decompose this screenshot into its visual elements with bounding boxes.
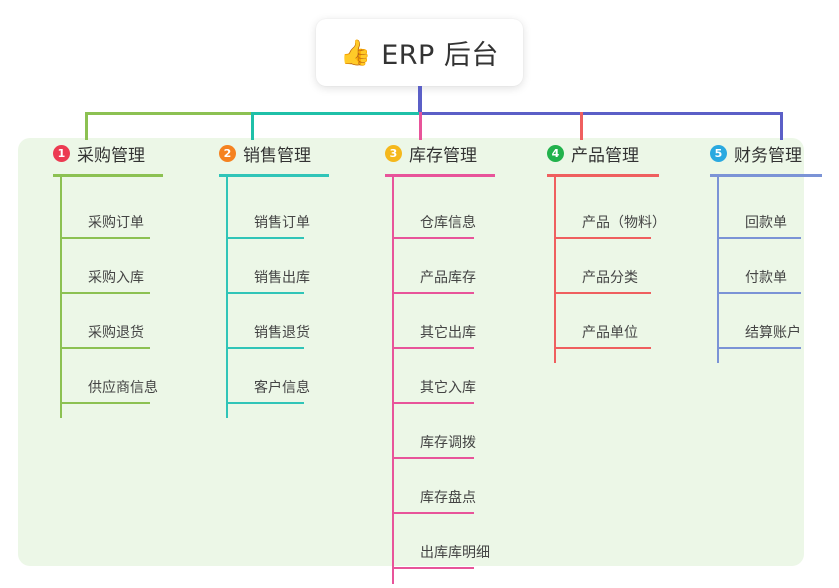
leaf-item-label: 销售出库 [254, 270, 310, 286]
column-underline-product [547, 174, 659, 177]
leaf-item-label: 库存调拨 [420, 435, 476, 451]
root-node-card[interactable]: 👍 ERP 后台 [316, 19, 523, 86]
leaf-item-label: 回款单 [745, 215, 787, 231]
leaf-item-underline [719, 347, 801, 349]
leaf-item-underline [719, 237, 801, 239]
leaf-item-label: 其它入库 [420, 380, 476, 396]
column-finance: 5 财务管理回款单付款单结算账户 [692, 140, 822, 363]
leaf-item-underline [62, 292, 150, 294]
leaf-item-label: 采购退货 [88, 325, 144, 341]
column-product: 4 产品管理产品（物料） 产品分类产品单位 [529, 140, 666, 363]
leaf-item-underline [394, 292, 474, 294]
leaf-item-label: 结算账户 [745, 325, 801, 341]
column-underline-finance [710, 174, 822, 177]
leaf-item-underline [62, 402, 150, 404]
leaf-item-label: 销售订单 [254, 215, 310, 231]
drop-purchase [85, 112, 88, 140]
leaf-item-label: 产品分类 [582, 270, 638, 286]
column-spine-inventory [392, 176, 394, 584]
leaf-item-label: 采购订单 [88, 215, 144, 231]
leaf-item-label: 产品（物料） [582, 215, 666, 231]
leaf-item-label: 付款单 [745, 270, 787, 286]
drop-product [580, 112, 583, 140]
drop-sales [251, 112, 254, 140]
leaf-item-underline [394, 457, 474, 459]
leaf-item-underline [62, 237, 150, 239]
diagram-panel [18, 138, 804, 566]
column-title-finance: 财务管理 [734, 145, 802, 166]
leaf-item-label: 产品单位 [582, 325, 638, 341]
column-purchase: 1 采购管理采购订单采购入库采购退货供应商信息 [35, 140, 163, 418]
leaf-item-underline [394, 237, 474, 239]
column-title-product: 产品管理 [571, 145, 639, 166]
column-badge-sales: 2 [219, 144, 236, 162]
leaf-item-underline [228, 402, 304, 404]
leaf-item-underline [394, 567, 474, 569]
leaf-item-underline [394, 347, 474, 349]
column-header-sales[interactable]: 2 销售管理 [201, 140, 311, 166]
bus-teal [251, 112, 419, 115]
column-badge-inventory: 3 [385, 144, 402, 162]
column-title-inventory: 库存管理 [409, 145, 477, 166]
column-underline-inventory [385, 174, 495, 177]
column-badge-product: 4 [547, 144, 564, 162]
leaf-item-underline [719, 292, 801, 294]
bus-blue [419, 112, 781, 115]
leaf-item-underline [62, 347, 150, 349]
root-node-title: ERP 后台 [381, 40, 499, 71]
leaf-item-underline [228, 237, 304, 239]
column-inventory: 3 库存管理仓库信息产品库存其它出库其它入库库存调拨库存盘点出库库明细 [367, 140, 495, 584]
column-header-finance[interactable]: 5 财务管理 [692, 140, 802, 166]
trunk-vertical-connector [418, 86, 422, 114]
leaf-item-underline [556, 347, 651, 349]
leaf-item-underline [556, 292, 651, 294]
thumbs-up-icon: 👍 [340, 38, 372, 67]
leaf-item-underline [556, 237, 651, 239]
column-header-product[interactable]: 4 产品管理 [529, 140, 639, 166]
column-badge-purchase: 1 [53, 144, 70, 162]
leaf-item-underline [394, 402, 474, 404]
leaf-item-label: 供应商信息 [88, 380, 158, 396]
column-spine-finance [717, 176, 719, 363]
column-header-inventory[interactable]: 3 库存管理 [367, 140, 477, 166]
column-spine-product [554, 176, 556, 363]
leaf-item-label: 库存盘点 [420, 490, 476, 506]
leaf-item-label: 仓库信息 [420, 215, 476, 231]
column-underline-purchase [53, 174, 163, 177]
leaf-item-underline [394, 512, 474, 514]
drop-finance [780, 112, 783, 140]
column-title-purchase: 采购管理 [77, 145, 145, 166]
column-spine-sales [226, 176, 228, 418]
leaf-item-label: 销售退货 [254, 325, 310, 341]
leaf-item-label: 客户信息 [254, 380, 310, 396]
drop-inventory [419, 112, 422, 140]
column-spine-purchase [60, 176, 62, 418]
column-header-purchase[interactable]: 1 采购管理 [35, 140, 145, 166]
column-title-sales: 销售管理 [243, 145, 311, 166]
leaf-item-underline [228, 292, 304, 294]
leaf-item-underline [228, 347, 304, 349]
column-underline-sales [219, 174, 329, 177]
column-badge-finance: 5 [710, 144, 727, 162]
leaf-item-label: 产品库存 [420, 270, 476, 286]
bus-green [85, 112, 251, 115]
leaf-item-label: 其它出库 [420, 325, 476, 341]
leaf-item-label: 出库库明细 [420, 545, 490, 561]
leaf-item-label: 采购入库 [88, 270, 144, 286]
column-sales: 2 销售管理销售订单销售出库销售退货客户信息 [201, 140, 329, 418]
